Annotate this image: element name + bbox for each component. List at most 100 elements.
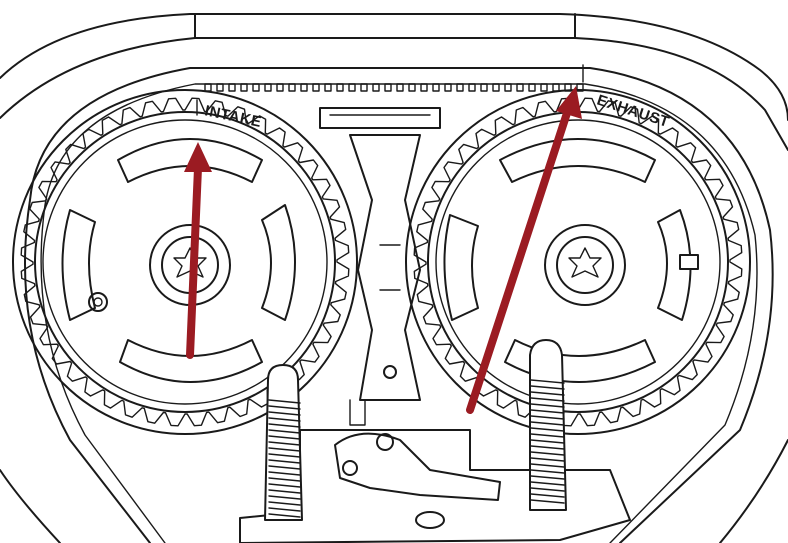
intake-label: INTAKE bbox=[203, 102, 263, 131]
stud-thread bbox=[530, 451, 565, 456]
timing-cover-top-edge bbox=[194, 13, 576, 39]
belt-tooth bbox=[264, 83, 272, 92]
stud-thread bbox=[268, 429, 301, 434]
stud-thread bbox=[530, 493, 565, 498]
belt-tooth bbox=[372, 83, 380, 92]
stud-thread bbox=[530, 403, 565, 408]
stud-thread bbox=[268, 465, 301, 470]
stud-thread bbox=[530, 445, 565, 450]
belt-tooth bbox=[408, 83, 416, 92]
stud-thread bbox=[268, 477, 301, 482]
exhaust-torx-bolt-icon bbox=[568, 247, 602, 278]
exhaust-slot-bottom bbox=[504, 339, 656, 383]
timing-belt-teeth bbox=[204, 83, 584, 92]
timing-cover-outline bbox=[0, 13, 788, 121]
belt-tooth bbox=[300, 83, 308, 92]
stud-thread bbox=[268, 417, 301, 422]
belt-tooth bbox=[468, 83, 476, 92]
stud-thread bbox=[268, 507, 301, 512]
belt-tooth bbox=[204, 83, 212, 92]
belt-tooth bbox=[324, 83, 332, 92]
belt-tooth bbox=[516, 83, 524, 92]
stud-thread bbox=[268, 441, 301, 446]
intake-slot-left bbox=[61, 209, 96, 321]
stud-thread bbox=[530, 379, 565, 384]
belt-tooth bbox=[432, 83, 440, 92]
stud-thread bbox=[268, 501, 301, 506]
stud-thread bbox=[530, 385, 565, 390]
stud-thread bbox=[530, 487, 565, 492]
center-bracket bbox=[319, 107, 441, 401]
belt-tooth bbox=[480, 83, 488, 92]
belt-tooth bbox=[384, 83, 392, 92]
belt-tooth bbox=[216, 83, 224, 92]
exhaust-timing-mark-arrow bbox=[466, 86, 582, 414]
belt-tooth bbox=[312, 83, 320, 92]
stud-thread bbox=[530, 391, 565, 396]
belt-tooth bbox=[348, 83, 356, 92]
stud-thread bbox=[530, 469, 565, 474]
intake-timing-mark-arrow bbox=[184, 142, 212, 359]
timing-cover-inner-outline bbox=[0, 37, 788, 151]
intake-camshaft-sprocket: INTAKE bbox=[12, 89, 358, 435]
center-bolt-icon bbox=[383, 365, 397, 379]
belt-tooth bbox=[504, 83, 512, 92]
right-threaded-stud bbox=[529, 339, 567, 511]
intake-sprocket-teeth bbox=[20, 97, 350, 427]
timing-cover-right-side bbox=[719, 439, 788, 543]
stud-thread bbox=[530, 439, 565, 444]
sprocket-tooth-ring bbox=[413, 97, 743, 427]
belt-tooth bbox=[360, 83, 368, 92]
belt-tooth bbox=[456, 83, 464, 92]
belt-tooth bbox=[492, 83, 500, 92]
intake-screw-icon bbox=[88, 292, 108, 312]
stud-thread bbox=[268, 513, 301, 518]
stud-thread bbox=[268, 471, 301, 476]
stud-thread bbox=[268, 447, 301, 452]
stud-thread bbox=[268, 459, 301, 464]
exhaust-slot-right bbox=[657, 209, 692, 321]
intake-slot-bottom bbox=[119, 339, 263, 383]
belt-tooth bbox=[528, 83, 536, 92]
exhaust-slot-top bbox=[499, 138, 656, 183]
stud-thread bbox=[530, 475, 565, 480]
stud-thread bbox=[268, 411, 301, 416]
stud-thread bbox=[530, 397, 565, 402]
belt-tooth bbox=[228, 83, 236, 92]
belt-tooth bbox=[276, 83, 284, 92]
timing-belt-inner bbox=[40, 83, 758, 543]
stud-thread bbox=[530, 481, 565, 486]
stud-thread bbox=[530, 433, 565, 438]
stud-thread bbox=[530, 421, 565, 426]
stud-thread bbox=[268, 399, 301, 404]
stud-thread bbox=[268, 405, 301, 410]
exhaust-sprocket-teeth bbox=[413, 97, 743, 427]
exhaust-marker-block bbox=[679, 254, 699, 270]
belt-tooth bbox=[444, 83, 452, 92]
sprocket-tooth-ring bbox=[20, 97, 350, 427]
exhaust-label: EXHAUST bbox=[595, 92, 672, 131]
belt-tooth bbox=[552, 83, 560, 92]
stud-thread bbox=[530, 499, 565, 504]
stud-thread bbox=[268, 483, 301, 488]
belt-tooth bbox=[288, 83, 296, 92]
stud-thread bbox=[530, 415, 565, 420]
stud-thread bbox=[530, 409, 565, 414]
stud-thread bbox=[268, 495, 301, 500]
stud-thread bbox=[268, 435, 301, 440]
timing-cover-left-side bbox=[0, 469, 61, 543]
stud-thread bbox=[530, 457, 565, 462]
left-threaded-stud bbox=[264, 364, 303, 521]
stud-thread bbox=[268, 489, 301, 494]
timing-belt-outer bbox=[24, 67, 774, 543]
exhaust-camshaft-sprocket: EXHAUST bbox=[405, 64, 751, 435]
belt-tooth bbox=[252, 83, 260, 92]
stud-thread bbox=[530, 463, 565, 468]
belt-tooth bbox=[420, 83, 428, 92]
exhaust-hub bbox=[544, 224, 626, 306]
belt-tooth bbox=[336, 83, 344, 92]
belt-tensioner bbox=[239, 399, 631, 543]
belt-tooth bbox=[240, 83, 248, 92]
